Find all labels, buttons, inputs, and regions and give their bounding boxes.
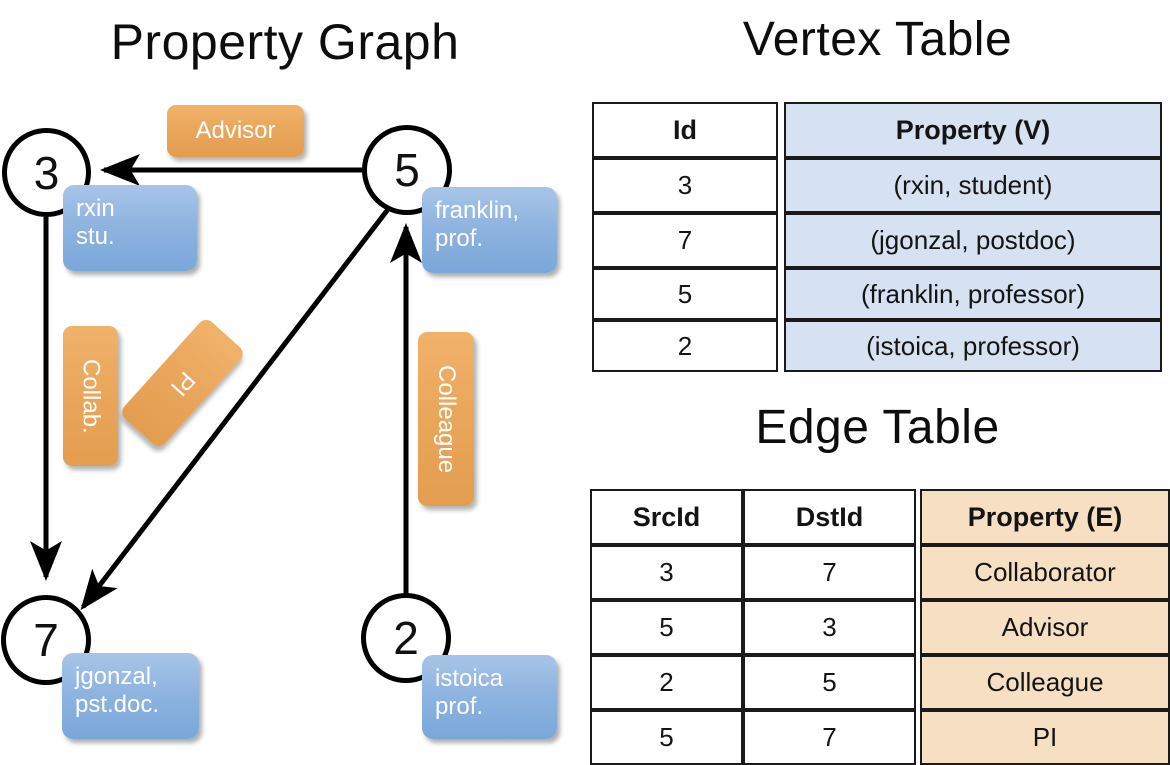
edge-table-cell-dstid: 5 <box>743 655 916 710</box>
page-title-property-graph: Property Graph <box>110 14 460 70</box>
vertex-property-line-2: stu. <box>76 223 115 250</box>
edge-label-advisor-text: Advisor <box>195 117 276 144</box>
graph-edges-svg <box>30 154 422 611</box>
edge-table-header-property: Property (E) <box>920 489 1170 545</box>
edge-table-cell-srcid: 2 <box>590 655 743 710</box>
edge-table-header-srcid: SrcId <box>590 489 743 545</box>
property-graph-diagram: 3 5 7 2 rxin stu. franklin, prof. jgonza… <box>0 0 585 760</box>
edge-table-cell-dstid: 7 <box>743 710 916 765</box>
edge-label-colleague: Colleague <box>418 332 474 506</box>
edge-table-cell-property: Colleague <box>920 655 1170 710</box>
vertex-table-cell-property: (jgonzal, postdoc) <box>784 213 1162 268</box>
vertex-property-box-7: jgonzal, pst.doc. <box>62 653 199 739</box>
edge-label-advisor: Advisor <box>167 105 304 157</box>
edge-5-to-7 <box>80 206 391 611</box>
vertex-table-cell-id: 5 <box>592 268 778 320</box>
graph-node-3[interactable]: 3 <box>2 128 91 217</box>
edge-table-cell-property: Advisor <box>920 600 1170 655</box>
edge-table-cell-dstid: 7 <box>743 545 916 600</box>
vertex-table-cell-id: 2 <box>592 320 778 372</box>
vertex-property-box-2: istoica prof. <box>422 655 557 739</box>
vertex-table-header-property: Property (V) <box>784 102 1162 158</box>
vertex-table-header-id: Id <box>592 102 778 158</box>
edge-label-colleague-text: Colleague <box>433 364 460 474</box>
edge-table-cell-srcid: 5 <box>590 710 743 765</box>
vertex-property-box-5: franklin, prof. <box>422 187 557 273</box>
vertex-property-line-1: rxin <box>76 195 115 222</box>
vertex-property-line-1: istoica <box>435 665 504 692</box>
edge-label-collab-text: Collab. <box>77 358 105 434</box>
vertex-property-box-3: rxin stu. <box>63 185 197 271</box>
vertex-table-cell-property: (franklin, professor) <box>784 268 1162 320</box>
edge-label-collab: Collab. <box>63 326 118 466</box>
edge-table-cell-property: PI <box>920 710 1170 765</box>
vertex-table-cell-property: (istoica, professor) <box>784 320 1162 372</box>
vertex-property-line-1: jgonzal, <box>75 663 158 690</box>
edge-table-header-dstid: DstId <box>743 489 916 545</box>
edge-table-cell-dstid: 3 <box>743 600 916 655</box>
edge-table-cell-srcid: 3 <box>590 545 743 600</box>
page-title-vertex-table: Vertex Table <box>742 13 1013 66</box>
vertex-table-cell-property: (rxin, student) <box>784 158 1162 213</box>
vertex-property-line-2: prof. <box>435 693 484 720</box>
vertex-property-line-1: franklin, <box>435 197 520 224</box>
vertex-property-line-2: prof. <box>435 225 484 252</box>
vertex-property-line-2: pst.doc. <box>75 691 160 718</box>
vertex-table-cell-id: 3 <box>592 158 778 213</box>
edge-label-pi-text: PI <box>165 365 201 401</box>
edge-table-cell-srcid: 5 <box>590 600 743 655</box>
edge-table-cell-property: Collaborator <box>920 545 1170 600</box>
page-title-edge-table: Edge Table <box>755 401 1000 454</box>
vertex-table-cell-id: 7 <box>592 213 778 268</box>
